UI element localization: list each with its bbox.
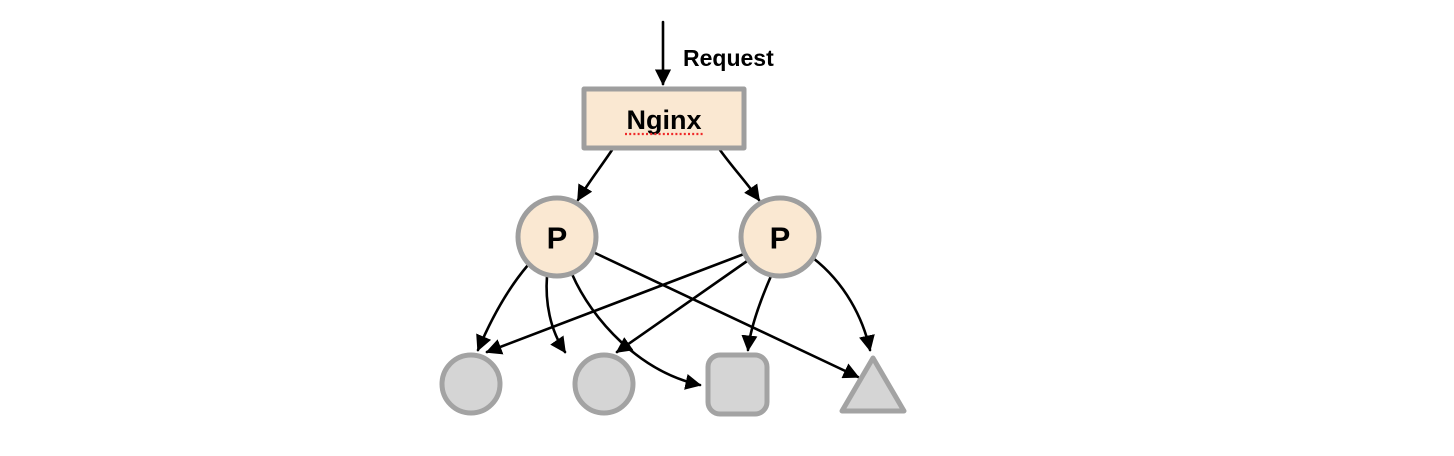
proc-right-label: P (770, 221, 791, 256)
edge-proc-right-to-backend-square (741, 274, 773, 352)
edge-proc-right-to-backend-circle-2 (615, 257, 752, 354)
backend-triangle[interactable] (839, 355, 907, 414)
node-proc-right[interactable]: P (738, 195, 822, 279)
proc-left-circle[interactable] (515, 195, 599, 279)
proc-right-circle[interactable] (738, 195, 822, 279)
edge-nginx-to-proc-left (576, 148, 614, 202)
backend-circle-1[interactable] (439, 352, 503, 416)
proc-left-label: P (547, 221, 568, 256)
edge-proc-right-to-backend-triangle (811, 256, 875, 352)
edge-proc-right-to-backend-circle-1 (485, 252, 746, 355)
node-nginx[interactable]: Nginx (581, 86, 747, 151)
edge-proc-left-to-backend-circle-1 (476, 263, 530, 352)
edge-proc-left-to-backend-triangle (593, 251, 860, 379)
backend-circle-2[interactable] (572, 352, 636, 416)
request-label: Request (683, 45, 774, 71)
nginx-box[interactable] (581, 86, 747, 151)
node-proc-left[interactable]: P (515, 195, 599, 279)
edge-nginx-to-proc-right (718, 148, 761, 202)
backend-square[interactable] (705, 352, 770, 417)
edge-layer (476, 20, 875, 390)
nginx-label: Nginx (626, 105, 701, 135)
edge-proc-left-to-backend-circle-2 (545, 274, 567, 354)
